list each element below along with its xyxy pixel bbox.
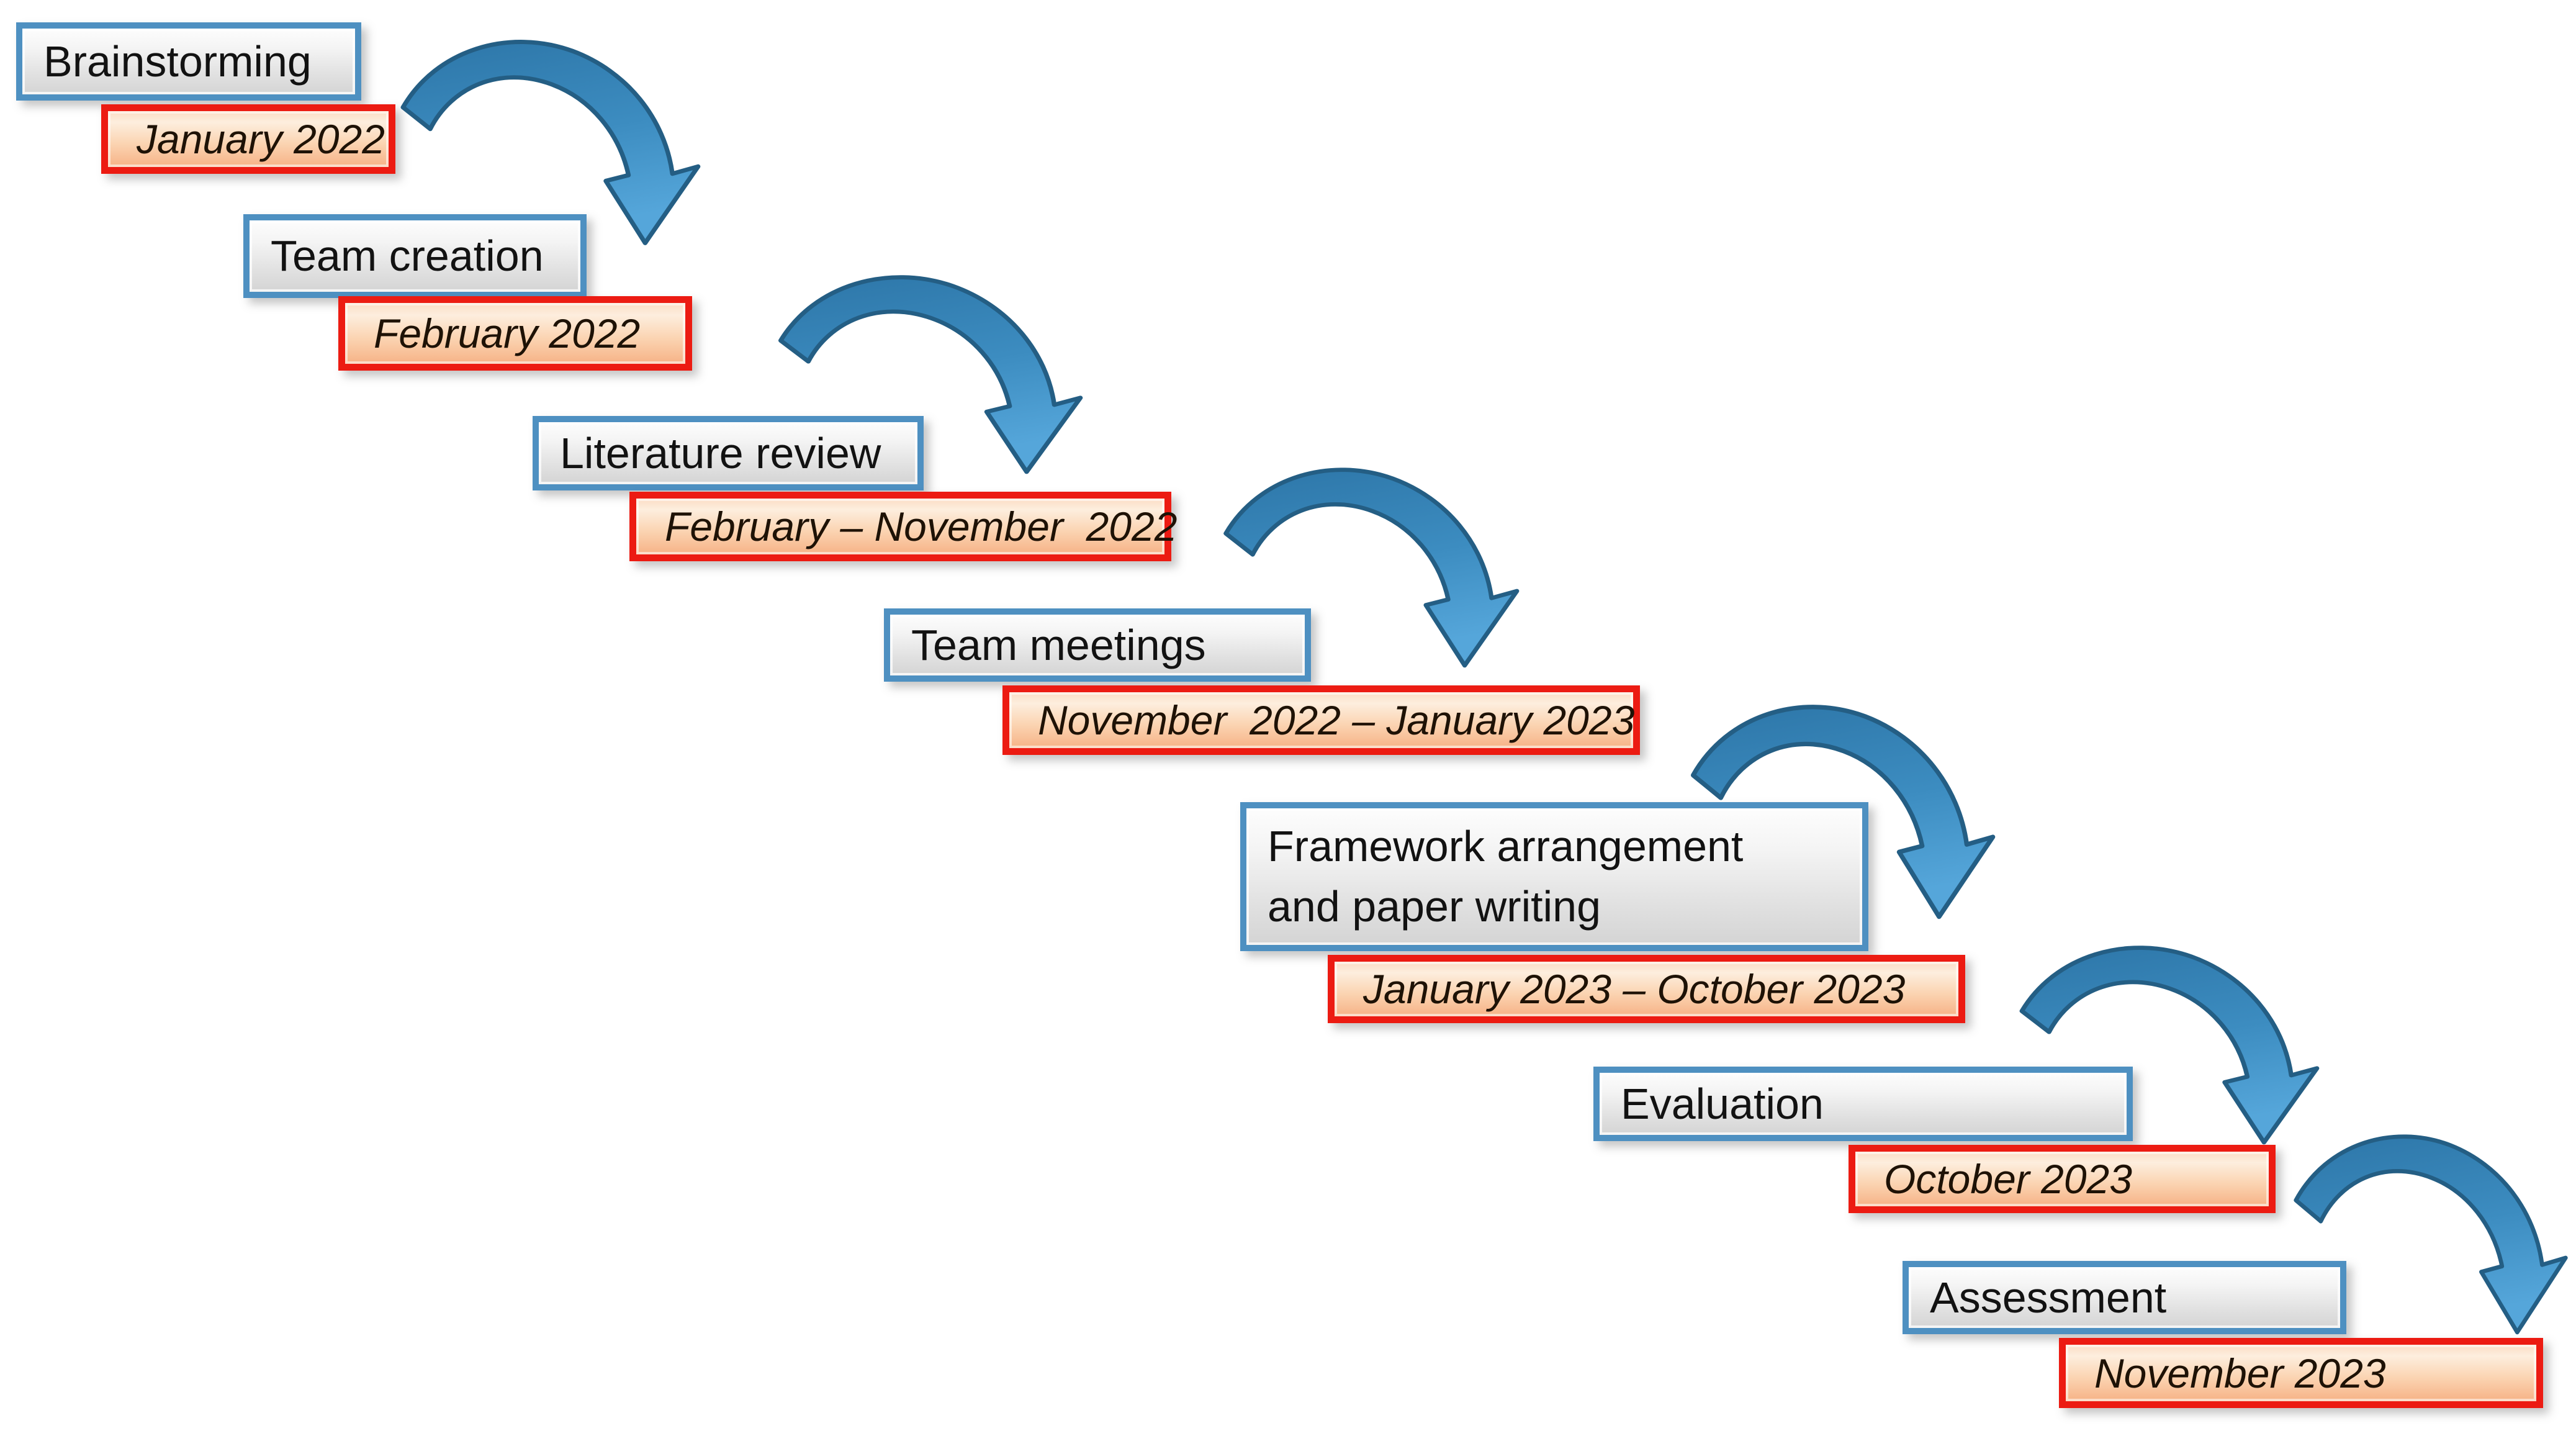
date-box-team-creation: February 2022 — [338, 296, 692, 371]
curved-arrow-icon — [2279, 1119, 2570, 1343]
date-label: November 2022 – January 2023 — [1038, 697, 1635, 743]
date-box-evaluation: October 2023 — [1849, 1145, 2276, 1213]
stage-box-team-creation: Team creation — [243, 214, 587, 298]
date-label: February 2022 — [374, 310, 641, 356]
date-label: October 2023 — [1884, 1156, 2132, 1202]
stage-label: Brainstorming — [43, 37, 312, 86]
date-box-brainstorming: January 2022 — [101, 104, 395, 174]
stage-label: Team creation — [271, 232, 544, 281]
curved-arrow-icon — [1208, 452, 1521, 677]
stage-box-assessment: Assessment — [1903, 1261, 2346, 1334]
stage-box-brainstorming: Brainstorming — [16, 22, 361, 101]
date-label: January 2023 – October 2023 — [1363, 966, 1906, 1012]
curved-arrow-icon — [1675, 688, 1997, 929]
date-box-assessment: November 2023 — [2059, 1338, 2543, 1408]
stage-box-framework-writing: Framework arrangement and paper writing — [1240, 802, 1868, 951]
curved-arrow-icon — [762, 260, 1085, 483]
stage-box-team-meetings: Team meetings — [884, 608, 1311, 682]
stage-label: Evaluation — [1621, 1079, 1824, 1128]
date-label: February – November 2022 — [665, 504, 1178, 549]
date-label: January 2022 — [137, 116, 385, 162]
date-box-framework-writing: January 2023 – October 2023 — [1328, 955, 1965, 1023]
curved-arrow-icon — [385, 24, 703, 255]
date-box-literature-review: February – November 2022 — [629, 492, 1177, 561]
stage-label: Framework arrangement and paper writing — [1268, 822, 1744, 931]
curved-arrow-icon — [2004, 930, 2322, 1154]
stage-label: Assessment — [1930, 1273, 2167, 1322]
stage-box-evaluation: Evaluation — [1593, 1067, 2133, 1141]
date-box-team-meetings: November 2022 – January 2023 — [1002, 685, 1640, 755]
stage-label: Literature review — [560, 428, 881, 477]
stage-box-literature-review: Literature review — [533, 416, 924, 490]
stage-label: Team meetings — [911, 620, 1206, 669]
date-label: November 2023 — [2094, 1350, 2386, 1396]
